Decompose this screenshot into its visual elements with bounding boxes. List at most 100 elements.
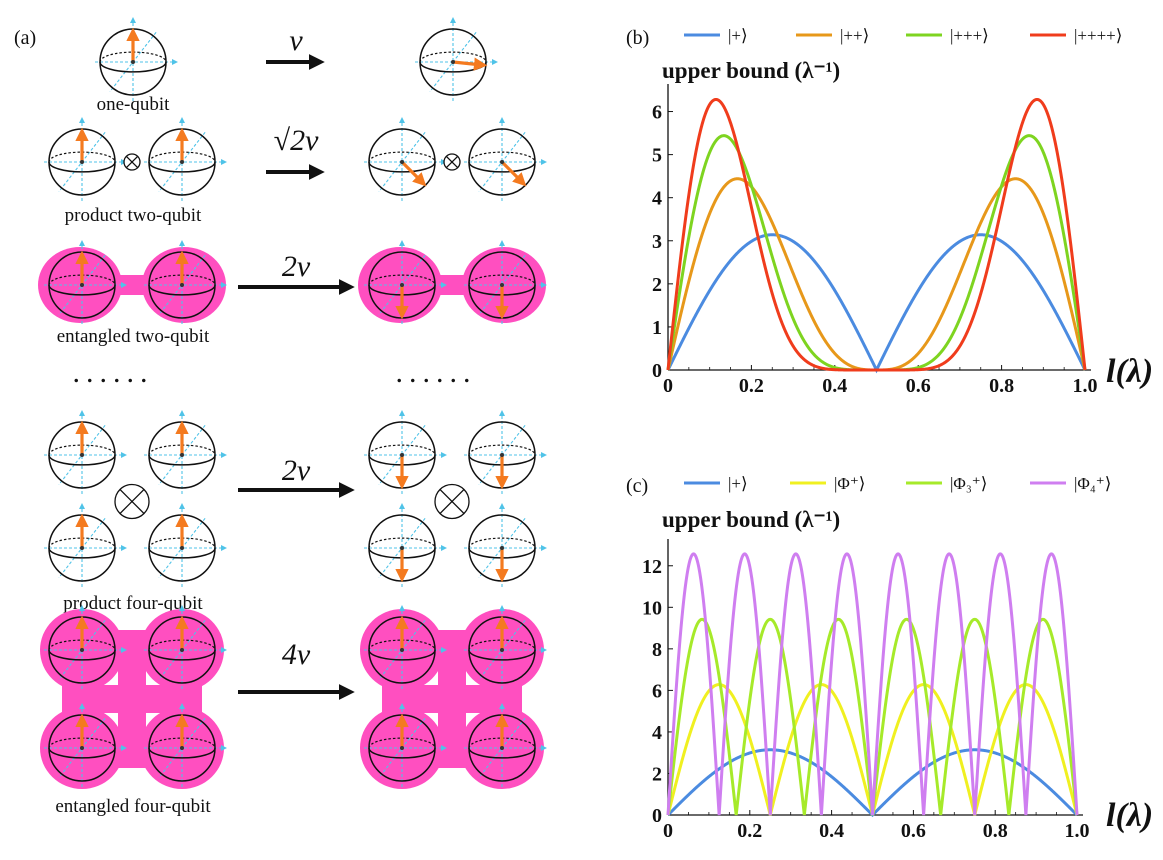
- equator-front: [148, 547, 216, 559]
- bloch-sphere: [44, 117, 127, 203]
- bloch-sphere: [464, 117, 547, 203]
- bloch-sphere: [464, 605, 547, 691]
- axis-tip: [399, 503, 405, 509]
- origin-dot: [180, 453, 184, 457]
- axis-tip: [399, 240, 405, 246]
- equator-back: [468, 274, 536, 286]
- axis-tip: [541, 159, 547, 165]
- origin-dot: [80, 453, 84, 457]
- equator-front: [148, 649, 216, 661]
- origin-dot: [80, 746, 84, 750]
- bloch-sphere: [464, 703, 547, 789]
- legend-entry: |Φ⁺⟩: [834, 474, 865, 493]
- x-tick-label: 0.4: [822, 375, 847, 397]
- panel-b-label: (b): [626, 27, 649, 49]
- axis-tip: [179, 410, 185, 416]
- y-tick-label: 10: [642, 597, 662, 619]
- equator-front: [468, 649, 536, 661]
- tensor-product-symbol: [123, 153, 141, 171]
- origin-dot: [400, 546, 404, 550]
- x-tick-label: 0.2: [739, 375, 764, 397]
- axis-tip: [399, 605, 405, 611]
- equator-front: [48, 747, 116, 759]
- equator-front: [368, 649, 436, 661]
- axis-tip: [179, 605, 185, 611]
- panel-b-chart: (b) upper bound (λ⁻¹) l(λ) |+⟩|++⟩|+++⟩|…: [626, 26, 1153, 397]
- axis-tip: [441, 452, 447, 458]
- equator-front: [48, 284, 116, 296]
- axis-tip: [79, 117, 85, 123]
- bloch-sphere: [464, 410, 547, 496]
- series-line: [666, 552, 1079, 816]
- axis-tip: [121, 452, 127, 458]
- y-tick-label: 12: [642, 556, 662, 578]
- origin-dot: [80, 546, 84, 550]
- axis-tip: [441, 745, 447, 751]
- panel-b-ylabel: upper bound (λ⁻¹): [662, 58, 840, 83]
- row-caption: product four-qubit: [63, 593, 203, 614]
- speed-label: 2v: [282, 454, 311, 487]
- equator-front: [99, 61, 167, 73]
- equator-front: [148, 284, 216, 296]
- tensor-product-symbol: [443, 153, 461, 171]
- axis-tip: [79, 503, 85, 509]
- row-caption: entangled four-qubit: [55, 796, 211, 817]
- y-tick-label: 4: [652, 722, 662, 744]
- equator-back: [368, 537, 436, 549]
- axis-tip: [221, 647, 227, 653]
- origin-dot: [500, 648, 504, 652]
- panel-c-legend: |+⟩|Φ⁺⟩|Φ₃⁺⟩|Φ₄⁺⟩: [684, 474, 1111, 493]
- glow-bridge: [82, 275, 182, 295]
- panel-c-label: (c): [626, 475, 648, 497]
- state-arrow: [400, 160, 427, 187]
- axis-tip: [399, 117, 405, 123]
- origin-dot: [400, 648, 404, 652]
- legend-entry: |Φ₄⁺⟩: [1074, 474, 1111, 493]
- axis-tip: [79, 240, 85, 246]
- origin-dot: [400, 283, 404, 287]
- panel-c-xlabel: l(λ): [1106, 797, 1153, 834]
- panel-b-legend: |+⟩|++⟩|+++⟩|++++⟩: [684, 26, 1122, 45]
- equator-back: [368, 151, 436, 163]
- bloch-sphere: [364, 410, 447, 496]
- legend-entry: |+++⟩: [950, 26, 989, 45]
- y-tick-label: 8: [652, 639, 662, 661]
- bloch-sphere: [44, 605, 127, 691]
- axis-tip: [130, 17, 136, 23]
- axis-tip: [499, 503, 505, 509]
- origin-dot: [451, 60, 455, 64]
- axis-tip: [179, 703, 185, 709]
- y-tick-label: 3: [652, 231, 662, 253]
- axis-tip: [399, 703, 405, 709]
- bloch-sphere: [144, 117, 227, 203]
- axis-tip: [499, 117, 505, 123]
- bloch-sphere: [464, 503, 547, 589]
- equator-front: [368, 161, 436, 173]
- y-tick-label: 5: [652, 145, 662, 167]
- origin-dot: [80, 160, 84, 164]
- bloch-sphere: [364, 117, 447, 203]
- axis-tip: [441, 282, 447, 288]
- bloch-sphere: [95, 17, 178, 103]
- y-tick-label: 6: [652, 102, 662, 124]
- axis-tip: [541, 745, 547, 751]
- legend-entry: |+⟩: [728, 474, 748, 493]
- origin-dot: [80, 648, 84, 652]
- origin-dot: [180, 648, 184, 652]
- axis-tip: [399, 410, 405, 416]
- tensor-product-symbol: [434, 483, 470, 520]
- equator-back: [468, 151, 536, 163]
- origin-dot: [180, 283, 184, 287]
- axis-tip: [179, 117, 185, 123]
- equator-front: [48, 454, 116, 466]
- origin-dot: [180, 746, 184, 750]
- panel-c-ylabel: upper bound (λ⁻¹): [662, 507, 840, 532]
- origin-dot: [180, 160, 184, 164]
- bloch-sphere: [364, 703, 447, 789]
- bloch-sphere: [44, 703, 127, 789]
- y-tick-label: 1: [652, 317, 662, 339]
- axis-tip: [179, 503, 185, 509]
